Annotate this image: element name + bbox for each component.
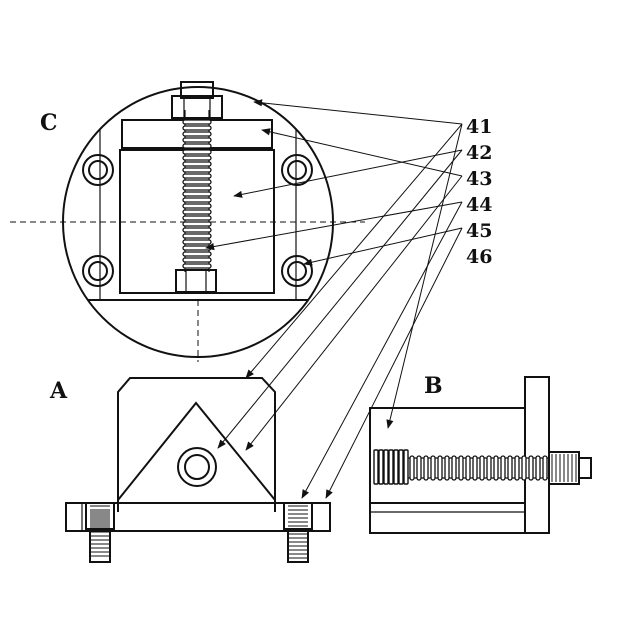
- callout-45: 45: [466, 220, 492, 242]
- callout-44: 44: [466, 194, 492, 216]
- end-nut-left: [374, 450, 408, 484]
- bolt-hole: [282, 256, 312, 286]
- callout-list: 41 42 43 44 45 46: [466, 116, 492, 268]
- view-a: A: [49, 378, 330, 562]
- bolt-hole: [83, 155, 113, 185]
- leader-43-a: [262, 130, 462, 176]
- bolt-hole: [282, 155, 312, 185]
- view-label-b: B: [424, 373, 443, 399]
- view-c: C: [10, 82, 365, 362]
- callout-46: 46: [466, 246, 492, 268]
- view-b: B: [370, 373, 591, 533]
- left-bolt: [86, 503, 114, 562]
- end-nut-right: [549, 452, 591, 484]
- callout-41: 41: [466, 116, 492, 138]
- view-label-a: A: [49, 378, 68, 404]
- callout-43: 43: [466, 168, 492, 190]
- bolt-hole: [83, 256, 113, 286]
- bottom-nut: [176, 270, 216, 292]
- leader-41-a: [254, 102, 462, 124]
- right-bolt: [284, 503, 312, 562]
- center-hole: [178, 448, 216, 486]
- callout-42: 42: [466, 142, 492, 164]
- housing-block: [118, 378, 275, 512]
- flange-plate: [525, 377, 549, 533]
- view-label-c: C: [40, 110, 58, 136]
- base-plate: [66, 503, 330, 531]
- leader-42-a: [234, 150, 462, 196]
- leader-41-b: [246, 124, 462, 378]
